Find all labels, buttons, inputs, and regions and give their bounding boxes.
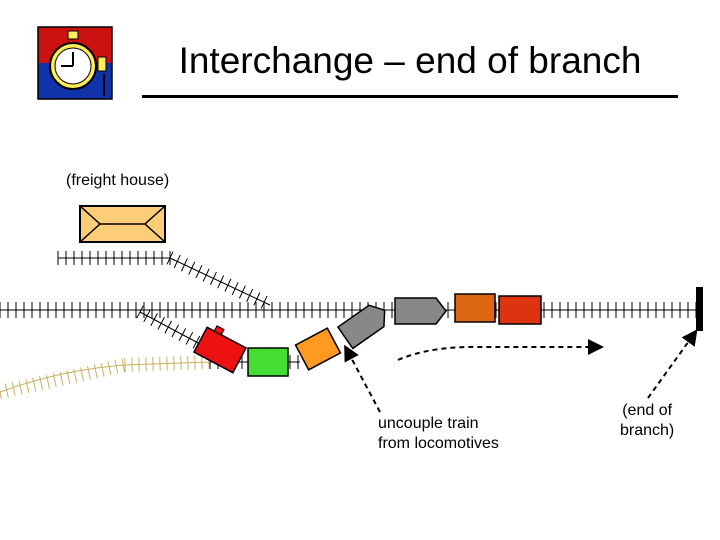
track-tie (260, 295, 268, 309)
track-tie (195, 265, 203, 279)
track-tie (100, 362, 105, 377)
title-underline (142, 95, 678, 98)
track-tie (166, 251, 174, 265)
red-car-2 (498, 295, 542, 325)
movement-arrow (397, 339, 604, 361)
track-tie (93, 364, 98, 379)
track-tie (185, 331, 194, 345)
freight-house-label: (freight house) (66, 172, 170, 189)
track-tie (202, 268, 210, 282)
track-tie (25, 379, 30, 394)
arrows (344, 329, 698, 413)
end-label-line1: (end of (622, 402, 673, 419)
stopwatch-logo-icon (37, 26, 113, 100)
track-tie (32, 377, 37, 392)
track-tie (246, 288, 254, 302)
red-car (192, 325, 248, 374)
track-tie (39, 376, 44, 391)
track-tie (217, 275, 225, 289)
train (192, 293, 542, 377)
track-tie (210, 271, 217, 285)
track-tie (181, 258, 188, 272)
track-tie (59, 371, 64, 386)
track-tie (86, 365, 91, 380)
track-tie (66, 370, 71, 385)
track-tie (18, 380, 23, 395)
track-tie (157, 316, 165, 330)
track-tie (11, 382, 16, 396)
uncouple-label-line2: from locomotives (378, 435, 499, 452)
interchange-track-ties (0, 355, 210, 399)
uncouple-label-line1: uncouple train (378, 415, 479, 432)
end-of-branch-arrow (647, 329, 698, 399)
track-tie (45, 374, 50, 389)
track-tie (114, 359, 119, 374)
track-tie (121, 358, 126, 373)
track-tie (171, 324, 180, 338)
uncouple-arrow (344, 344, 381, 413)
track-tie (164, 320, 172, 334)
orange-car (294, 327, 342, 371)
track-tie (143, 309, 151, 323)
freight-house (79, 205, 166, 243)
freight-lead-ties (166, 251, 268, 309)
track-tie (73, 368, 78, 383)
track-tie (192, 335, 201, 349)
track-tie (0, 389, 2, 399)
track-tie (188, 261, 196, 275)
track-tie (231, 282, 239, 296)
end-of-branch-bumper (696, 287, 703, 331)
track-tie (136, 305, 144, 319)
track-tie (224, 278, 232, 292)
track-tie (253, 292, 261, 306)
end-label-line2: branch) (620, 422, 675, 439)
track-tie (178, 328, 187, 342)
track-tie (80, 367, 85, 382)
track-tie (107, 361, 112, 376)
page-title: Interchange – end of branch (178, 40, 642, 81)
track-tie (238, 285, 246, 299)
end-of-branch-label: (end of branch) (620, 401, 674, 441)
locomotive-2 (394, 297, 447, 325)
track-tie (4, 383, 9, 398)
uncouple-label: uncouple train from locomotives (378, 414, 499, 454)
green-car (247, 347, 289, 377)
track-tie (173, 254, 181, 268)
track-tie (150, 313, 158, 326)
orange-car-2 (454, 293, 496, 323)
track-tie (52, 373, 57, 388)
branch-lead-ties (136, 305, 215, 357)
freight-house-track-ties (57, 251, 171, 265)
